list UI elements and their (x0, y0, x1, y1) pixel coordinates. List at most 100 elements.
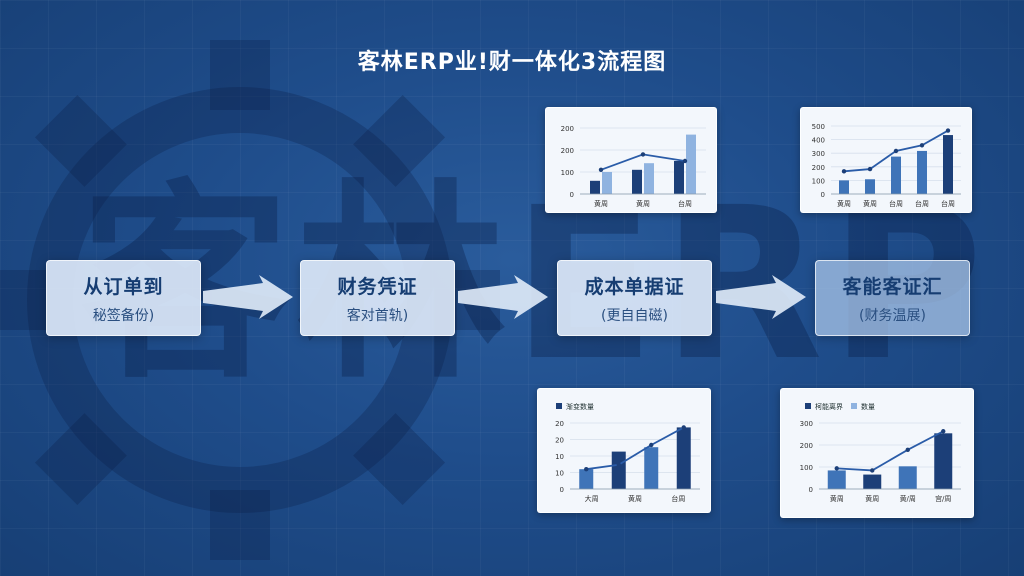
y-tick-label: 300 (812, 150, 825, 158)
y-tick-label: 0 (570, 191, 574, 199)
bar-line-chart: 0 100 200 300 400 500 黄周 黄周 台周 台周 台周 (812, 123, 961, 208)
line-point (616, 462, 621, 467)
node-title: 客能客证汇 (842, 275, 943, 298)
bar (590, 180, 600, 194)
x-tick-label: 台周 (678, 199, 692, 208)
x-tick-label: 黄周 (830, 494, 844, 503)
y-tick-label: 20 (555, 437, 564, 445)
bar-line-chart: 0 100 200 200 黄周 黄周 台周 (561, 125, 706, 208)
chart-card-3: 渐变数量 0 10 10 20 20 大周 黄周 台周 (537, 388, 711, 513)
y-tick-label: 20 (555, 420, 564, 428)
node-subtitle: 秘签备份) (92, 307, 155, 324)
line-point (598, 167, 604, 172)
y-tick-label: 200 (812, 164, 825, 172)
y-tick-label: 200 (561, 125, 574, 133)
x-tick-label: 宫/周 (935, 494, 951, 503)
line-point (893, 148, 899, 154)
line-point (834, 466, 839, 471)
bar (611, 451, 626, 489)
y-tick-label: 500 (812, 123, 825, 131)
bar (827, 470, 846, 489)
bar (891, 156, 901, 194)
chart-card-1: 0 100 200 200 黄周 黄周 台周 (545, 107, 717, 213)
flow-node-summary[interactable]: 客能客证汇 (财务温展) (815, 260, 970, 336)
x-tick-label: 台周 (915, 199, 929, 208)
y-tick-label: 0 (809, 486, 813, 494)
legend-label: 数量 (861, 402, 875, 411)
y-tick-label: 10 (555, 470, 564, 478)
arrow-right-icon (716, 275, 806, 319)
arrow-right-icon (458, 275, 548, 319)
y-tick-label: 100 (561, 169, 574, 177)
x-tick-label: 黄周 (628, 494, 642, 503)
x-tick-label: 台周 (941, 199, 955, 208)
bar (674, 161, 684, 194)
line-point (681, 425, 686, 430)
bar-line-chart: 渐变数量 0 10 10 20 20 大周 黄周 台周 (555, 402, 700, 503)
bar (865, 179, 875, 194)
bar (686, 134, 696, 194)
page-title: 客林ERP业!财一体化3流程图 (357, 50, 667, 75)
x-tick-label: 黄周 (594, 199, 608, 208)
legend-swatch (851, 403, 857, 409)
x-tick-label: 大周 (585, 494, 599, 503)
bar (644, 163, 654, 194)
bar-line-chart: 柯能离界 数量 0 100 200 300 黄周 黄周 黄/周 宫/周 (800, 402, 961, 503)
chart-card-2: 0 100 200 300 400 500 黄周 黄周 台周 台周 台周 (800, 107, 972, 213)
legend-label: 渐变数量 (566, 402, 594, 411)
node-subtitle: 客对首轨) (346, 307, 409, 324)
chart-card-4: 柯能离界 数量 0 100 200 300 黄周 黄周 黄/周 宫/周 (780, 388, 974, 518)
line-point (867, 166, 873, 172)
bar (644, 447, 659, 489)
x-tick-label: 黄/周 (900, 494, 916, 503)
y-tick-label: 300 (800, 420, 813, 428)
y-tick-label: 100 (812, 177, 825, 185)
line-point (584, 467, 589, 472)
arrow-right-icon (203, 275, 293, 319)
bar (602, 172, 612, 194)
x-tick-label: 台周 (889, 199, 903, 208)
bar (898, 466, 917, 489)
bar (839, 180, 849, 194)
line-point (905, 447, 910, 453)
x-tick-label: 黄周 (863, 199, 877, 208)
y-tick-label: 0 (560, 486, 564, 494)
bar (632, 169, 642, 194)
node-subtitle: (财务温展) (859, 307, 926, 324)
node-title: 从订单到 (83, 275, 164, 298)
x-tick-label: 黄周 (865, 494, 879, 503)
flow-node-cost[interactable]: 成本单据证 (更自自磁) (557, 260, 712, 336)
series-line (586, 426, 685, 471)
line-point (941, 429, 946, 434)
bar (943, 135, 953, 194)
bar (676, 427, 691, 489)
y-tick-label: 100 (800, 464, 813, 472)
line-point (640, 152, 646, 157)
legend-swatch (556, 403, 562, 409)
line-point (841, 169, 847, 174)
y-tick-label: 10 (555, 453, 564, 461)
flow-node-order[interactable]: 从订单到 秘签备份) (46, 260, 201, 336)
bar (934, 433, 953, 489)
line-point (870, 468, 875, 473)
bar (863, 474, 882, 489)
flow-node-voucher[interactable]: 财务凭证 客对首轨) (300, 260, 455, 336)
legend-label: 柯能离界 (815, 402, 843, 411)
x-tick-label: 黄周 (636, 199, 650, 208)
y-tick-label: 200 (561, 147, 574, 155)
legend-swatch (805, 403, 811, 409)
series-line (600, 153, 686, 171)
line-point (682, 158, 688, 164)
x-tick-label: 台周 (671, 494, 685, 503)
line-point (919, 143, 925, 148)
y-tick-label: 200 (800, 442, 813, 450)
y-tick-label: 0 (821, 191, 825, 199)
series-line (836, 430, 944, 472)
line-point (945, 128, 951, 133)
line-point (649, 442, 654, 448)
node-title: 财务凭证 (337, 275, 418, 298)
node-subtitle: (更自自磁) (601, 307, 668, 324)
x-tick-label: 黄周 (837, 199, 851, 208)
node-title: 成本单据证 (584, 275, 685, 298)
y-tick-label: 400 (812, 137, 825, 145)
